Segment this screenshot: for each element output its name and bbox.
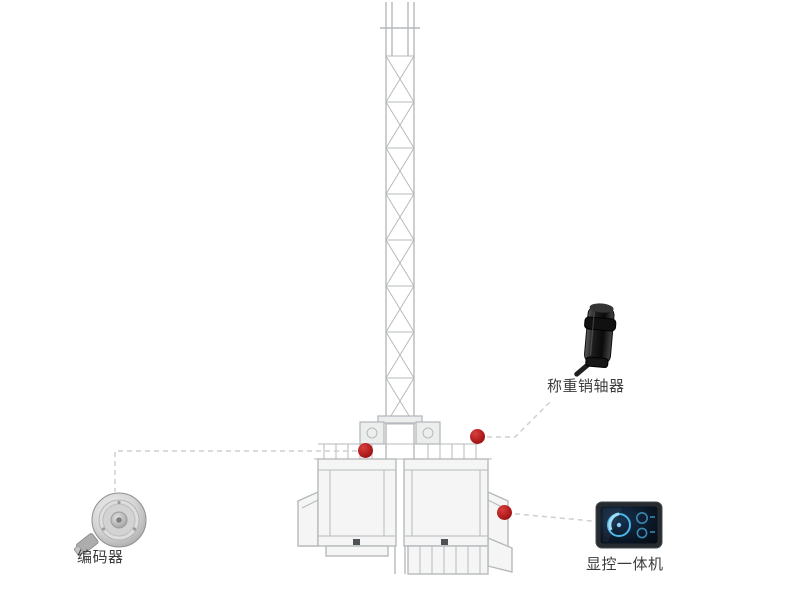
label-encoder: 编码器 (77, 549, 124, 566)
mast (377, 2, 423, 459)
label-display: 显控一体机 (586, 556, 664, 573)
right-cage (403, 458, 513, 575)
mast-base (394, 546, 406, 574)
display-controller-photo (595, 501, 663, 549)
connector-load-pin (478, 399, 553, 438)
load-pin-sensor-photo (574, 303, 617, 377)
encoder-location-marker (358, 443, 373, 458)
left-cage (297, 458, 397, 557)
connector-display (505, 512, 593, 522)
load-pin-location-marker (470, 429, 485, 444)
rotary-encoder-photo (73, 492, 147, 556)
label-load-pin: 称重销轴器 (547, 378, 625, 395)
display-location-marker (497, 505, 512, 520)
encoder-connector (73, 533, 99, 556)
connector-encoder (114, 450, 366, 492)
